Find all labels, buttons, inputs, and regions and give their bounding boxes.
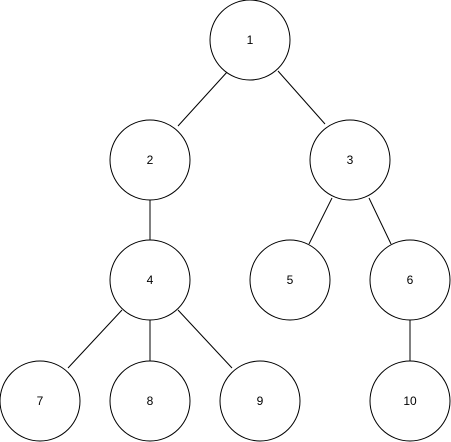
edge-1-2 xyxy=(177,70,229,127)
edge-1-3 xyxy=(277,70,326,125)
tree-node: 2 xyxy=(109,119,191,201)
node-label: 9 xyxy=(257,394,264,408)
tree-node: 10 xyxy=(369,360,451,442)
node-label: 1 xyxy=(247,33,254,47)
node-circle xyxy=(369,360,451,442)
node-circle xyxy=(109,239,191,321)
node-circle xyxy=(219,360,301,442)
node-label: 10 xyxy=(403,394,417,408)
node-circle xyxy=(0,360,81,442)
node-label: 3 xyxy=(347,153,354,167)
tree-node: 9 xyxy=(219,360,301,442)
node-circle xyxy=(369,239,451,321)
node-label: 5 xyxy=(287,273,294,287)
node-label: 4 xyxy=(147,273,154,287)
node-circle xyxy=(109,119,191,201)
edge-3-6 xyxy=(368,197,392,245)
tree-node: 7 xyxy=(0,360,81,442)
node-label: 6 xyxy=(407,273,414,287)
tree-node: 1 xyxy=(209,0,291,81)
edge-3-5 xyxy=(308,197,333,245)
node-label: 2 xyxy=(147,153,154,167)
node-label: 7 xyxy=(37,394,44,408)
tree-node: 4 xyxy=(109,239,191,321)
tree-node: 8 xyxy=(109,360,191,442)
node-label: 8 xyxy=(147,394,154,408)
node-circle xyxy=(309,119,391,201)
tree-node: 6 xyxy=(369,239,451,321)
node-circle xyxy=(109,360,191,442)
edge-4-9 xyxy=(177,309,233,369)
edge-4-7 xyxy=(67,309,123,369)
node-circle xyxy=(249,239,331,321)
tree-node: 3 xyxy=(309,119,391,201)
edges-layer xyxy=(67,70,411,369)
node-circle xyxy=(209,0,291,81)
tree-node: 5 xyxy=(249,239,331,321)
